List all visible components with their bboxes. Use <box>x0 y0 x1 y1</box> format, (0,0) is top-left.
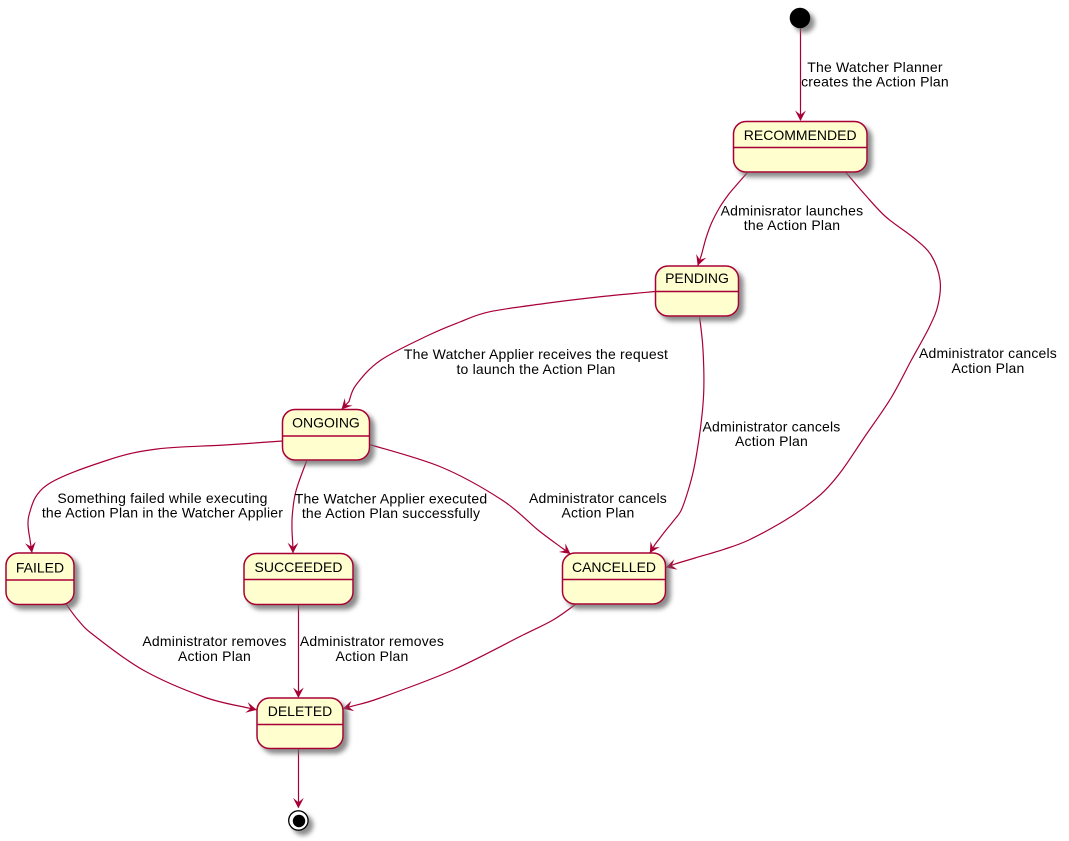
svg-text:Action Plan: Action Plan <box>178 648 251 664</box>
svg-text:Adminisrator launches: Adminisrator launches <box>721 203 864 219</box>
svg-text:DELETED: DELETED <box>268 703 333 719</box>
svg-text:Administrator cancels: Administrator cancels <box>529 490 667 506</box>
svg-text:The Watcher Applier receives t: The Watcher Applier receives the request <box>404 346 668 362</box>
svg-text:Action Plan: Action Plan <box>561 505 634 521</box>
svg-text:FAILED: FAILED <box>16 560 64 576</box>
svg-text:creates the Action Plan: creates the Action Plan <box>801 74 949 90</box>
svg-text:RECOMMENDED: RECOMMENDED <box>744 127 857 143</box>
svg-text:the Action Plan: the Action Plan <box>744 217 840 233</box>
svg-text:Administrator cancels: Administrator cancels <box>702 419 840 435</box>
svg-text:Something failed while executi: Something failed while executing <box>57 490 267 506</box>
svg-text:The Watcher Planner: The Watcher Planner <box>807 59 943 75</box>
svg-text:PENDING: PENDING <box>665 270 729 286</box>
svg-text:the Action Plan in the Watcher: the Action Plan in the Watcher Applier <box>42 505 283 521</box>
svg-text:SUCCEEDED: SUCCEEDED <box>255 559 343 575</box>
svg-text:ONGOING: ONGOING <box>292 415 360 431</box>
svg-text:CANCELLED: CANCELLED <box>572 559 656 575</box>
svg-text:the Action Plan successfully: the Action Plan successfully <box>302 505 480 521</box>
svg-text:Action Plan: Action Plan <box>735 433 808 449</box>
svg-text:to launch the Action Plan: to launch the Action Plan <box>456 361 615 377</box>
svg-text:Administrator cancels: Administrator cancels <box>919 345 1057 361</box>
svg-text:Action Plan: Action Plan <box>951 360 1024 376</box>
svg-text:Administrator removes: Administrator removes <box>300 633 444 649</box>
svg-text:The Watcher Applier executed: The Watcher Applier executed <box>295 491 488 507</box>
svg-text:Action Plan: Action Plan <box>335 648 408 664</box>
svg-text:Administrator removes: Administrator removes <box>142 633 286 649</box>
